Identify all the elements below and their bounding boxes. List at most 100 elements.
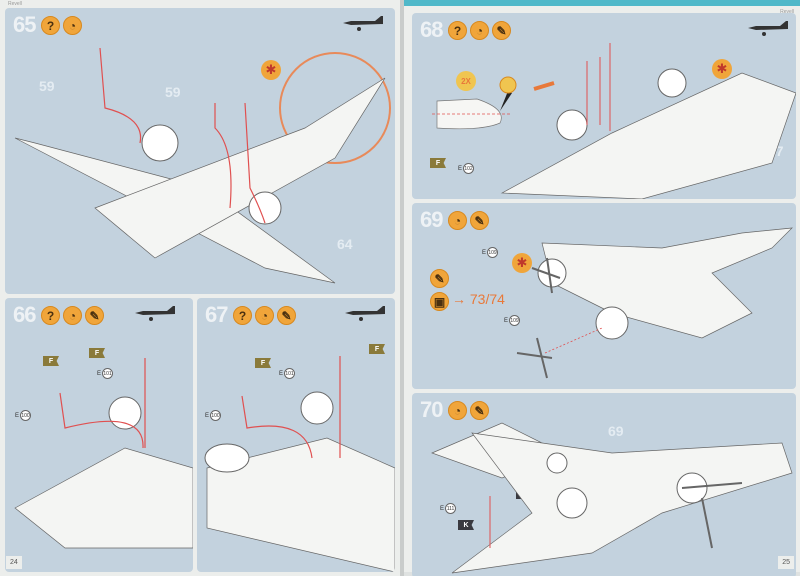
part-number: 100 xyxy=(210,410,222,421)
aircraft-silhouette-icon xyxy=(343,16,383,31)
goto-steps: 73/74 xyxy=(469,291,505,307)
aircraft-body xyxy=(541,227,793,339)
wheel xyxy=(248,191,282,225)
engine-cowling xyxy=(556,487,588,519)
goto-step-reference: → 73/74 xyxy=(452,291,505,307)
step-icons: ? ◔ xyxy=(41,16,82,35)
fuselage-shape xyxy=(94,77,386,259)
engine-cowling xyxy=(595,306,629,340)
part-prefix: E xyxy=(15,412,20,419)
paint-brush-icon: ✎ xyxy=(492,21,511,40)
part-prefix: E xyxy=(482,249,487,256)
propeller xyxy=(681,482,743,549)
page-number: 25 xyxy=(778,556,794,569)
step-number: 68 xyxy=(420,17,444,42)
part-prefix: E xyxy=(205,412,210,419)
paint-callout-icon xyxy=(499,76,517,94)
engine-nacelle xyxy=(204,443,250,473)
assembly-drawing xyxy=(14,47,391,284)
step-icons: ◔ ✎ xyxy=(448,401,489,420)
snowflake-icon: ✱ xyxy=(712,59,732,79)
page-number: 24 xyxy=(6,556,22,569)
header-tag-left: Revell xyxy=(8,1,22,7)
multiplier-badge: 2X xyxy=(456,71,476,91)
snowflake-icon: ✱ xyxy=(512,253,532,273)
left-page: Revell 65 ? ◔ 59 59 64 ✱ xyxy=(0,0,400,576)
decal-flag: F xyxy=(430,158,446,168)
decal-flag: F xyxy=(43,356,59,366)
engine-cowling xyxy=(657,68,687,98)
glue-icon: ◔ xyxy=(470,21,489,40)
propeller xyxy=(516,337,553,379)
assembly-drawing xyxy=(432,43,796,199)
assembly-guide-line xyxy=(214,103,232,209)
paint-brush-icon: ✎ xyxy=(430,269,449,288)
step-65-panel: 65 ? ◔ 59 59 64 ✱ xyxy=(5,8,395,294)
wheel xyxy=(300,391,334,425)
assembly-guide-line xyxy=(544,327,603,354)
assembly-guide-line xyxy=(59,392,144,449)
step-number: 65 xyxy=(13,12,37,37)
part-prefix: E xyxy=(279,370,284,377)
ref-label: 69 xyxy=(608,423,624,439)
aircraft-body xyxy=(500,72,796,199)
paint-brush-icon: ✎ xyxy=(470,211,489,230)
decal-flag: K xyxy=(458,520,474,530)
assembly-guide-line xyxy=(99,47,142,144)
wheel xyxy=(108,396,142,430)
question-mark-icon: ? xyxy=(448,21,467,40)
detail-magnifier-circle xyxy=(279,52,391,164)
aircraft-silhouette-icon xyxy=(345,306,385,321)
assembly-drawing xyxy=(14,358,193,549)
glue-icon: ◔ xyxy=(63,306,82,325)
decal-flag: F xyxy=(89,348,105,358)
assembly-guide-line xyxy=(241,395,313,459)
part-number: 100 xyxy=(20,410,32,421)
part-number: 101 xyxy=(284,368,296,379)
paint-brush-icon: ✎ xyxy=(277,306,296,325)
part-number: 109 xyxy=(487,247,499,258)
step-icons: ◔ ✎ xyxy=(448,211,489,230)
step-number: 69 xyxy=(420,207,444,232)
aircraft-body xyxy=(451,432,793,574)
glue-icon: ◔ xyxy=(63,16,82,35)
paint-brush-icon: ✎ xyxy=(85,306,104,325)
part-prefix: E xyxy=(97,370,102,377)
header-tag-right: Revell xyxy=(780,9,794,15)
part-prefix: E xyxy=(504,317,509,324)
glue-icon: ◔ xyxy=(255,306,274,325)
top-color-strip xyxy=(402,0,800,6)
aircraft-silhouette-icon xyxy=(748,21,788,36)
aircraft-silhouette-icon xyxy=(135,306,175,321)
decal-sheet-icon: ▣ xyxy=(430,292,449,311)
pointer-callout xyxy=(500,91,512,111)
part-prefix: E xyxy=(440,505,445,512)
engine-cowling xyxy=(556,109,588,141)
assembly-drawing xyxy=(431,422,793,574)
step-icons: ? ◔ ✎ xyxy=(41,306,104,325)
glue-icon: ◔ xyxy=(448,401,467,420)
paint-brush-icon: ✎ xyxy=(470,401,489,420)
assembly-drawing xyxy=(516,227,793,379)
step-number: 70 xyxy=(420,397,444,422)
ref-label: 59 xyxy=(39,78,55,94)
wheel xyxy=(141,124,179,162)
decal-flag: F xyxy=(255,358,271,368)
part-prefix: E xyxy=(458,165,463,172)
part-number: 111 xyxy=(445,503,457,514)
assembly-guide-line xyxy=(244,102,266,224)
question-mark-icon: ? xyxy=(233,306,252,325)
step-number: 66 xyxy=(13,302,37,327)
assembly-drawing xyxy=(204,356,395,572)
